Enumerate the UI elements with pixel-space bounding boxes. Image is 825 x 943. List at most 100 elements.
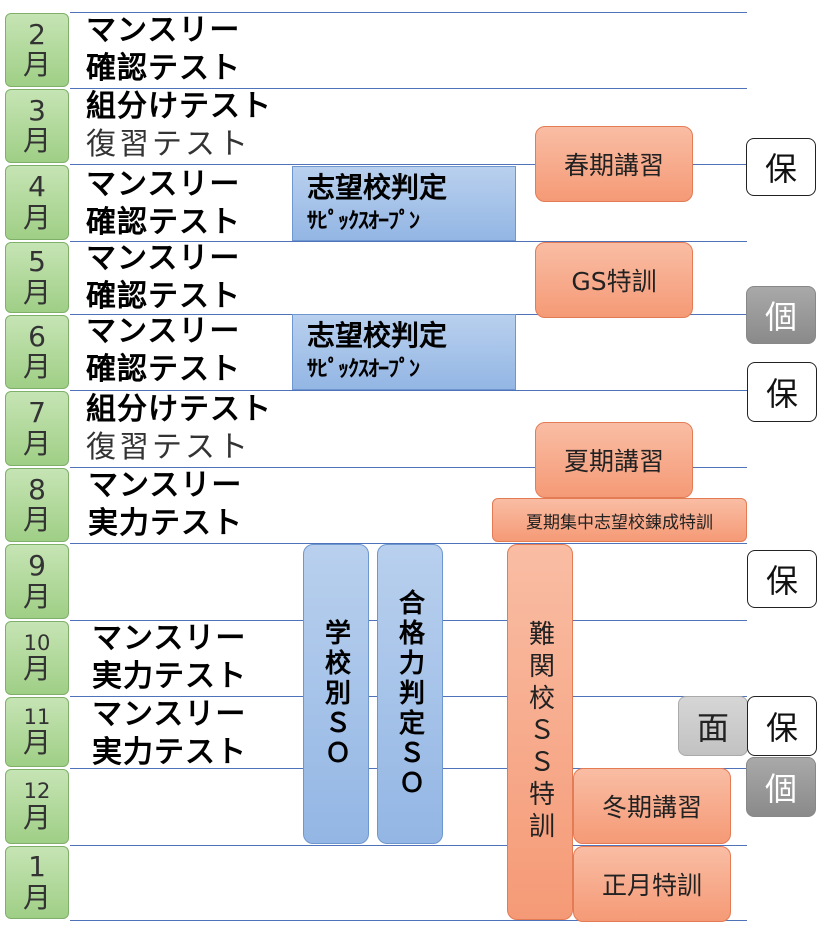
month-unit: 月	[22, 726, 51, 760]
badge-label: 個	[764, 770, 797, 808]
month-unit: 月	[22, 200, 51, 234]
gakko-betsu-so-bar: 学校別ＳＯ	[303, 544, 369, 844]
month-number: 5	[28, 245, 46, 279]
event-line: マンスリー	[86, 167, 241, 202]
month-number: 3	[28, 93, 46, 127]
event-line: 復習テスト	[86, 430, 251, 465]
row-divider	[70, 845, 747, 846]
event-line: マンスリー	[86, 241, 241, 276]
course-label: 難関校ＳＳ特訓	[524, 620, 555, 844]
badge-label: 面	[696, 709, 729, 747]
badge-label: 保	[764, 150, 797, 188]
event-aug: マンスリー 実力テスト	[88, 467, 243, 543]
course-label: 夏期講習	[563, 447, 664, 476]
month-unit: 月	[22, 652, 51, 686]
month-unit: 月	[22, 579, 51, 613]
course-spring: 春期講習	[535, 126, 693, 202]
row-divider	[70, 12, 747, 13]
course-summer: 夏期講習	[535, 422, 693, 498]
row-divider	[70, 164, 747, 165]
event-line: マンスリー	[92, 621, 247, 656]
event-line: 実力テスト	[92, 659, 247, 694]
event-line: 実力テスト	[92, 735, 247, 770]
badge-ho: 保	[747, 696, 817, 756]
month-unit: 月	[22, 880, 51, 914]
badge-men: 面	[678, 696, 748, 756]
event-jul: 組分けテスト 復習テスト	[86, 391, 272, 467]
month-aug: 8 月	[5, 468, 69, 542]
event-line: マンスリー	[86, 314, 241, 349]
open-test-title: 志望校判定	[307, 170, 448, 204]
event-line: 組分けテスト	[86, 392, 272, 427]
row-divider	[70, 920, 747, 921]
badge-ho: 保	[747, 362, 817, 422]
month-may: 5 月	[5, 242, 69, 313]
event-line: 確認テスト	[86, 352, 241, 387]
event-line: 確認テスト	[86, 205, 241, 240]
event-oct: マンスリー 実力テスト	[92, 620, 247, 696]
event-jun: マンスリー 確認テスト	[86, 313, 241, 389]
course-gs: GS特訓	[535, 242, 693, 318]
open-test-title: 志望校判定	[307, 319, 448, 352]
month-number: 8	[28, 472, 46, 506]
row-divider	[70, 241, 747, 242]
month-unit: 月	[22, 503, 51, 536]
event-may: マンスリー 確認テスト	[86, 240, 241, 316]
event-line: マンスリー	[88, 468, 243, 503]
course-label: 正月特訓	[601, 871, 702, 900]
month-unit: 月	[22, 426, 51, 460]
open-test-jun: 志望校判定 ｻﾋﾟｯｸｽｵｰﾌﾟﾝ	[292, 314, 516, 390]
course-label: 春期講習	[563, 151, 664, 180]
goukaku-hantei-so-bar: 合格力判定ＳＯ	[377, 544, 443, 844]
month-number: 6	[28, 319, 46, 353]
row-divider	[70, 467, 747, 468]
course-label: 夏期集中志望校錬成特訓	[526, 512, 713, 533]
gakko-betsu-so-label: 学校別ＳＯ	[320, 619, 351, 769]
event-feb: マンスリー 確認テスト	[86, 12, 241, 88]
month-number: 12	[23, 779, 51, 804]
open-test-subtitle: ｻﾋﾟｯｸｽｵｰﾌﾟﾝ	[307, 357, 420, 382]
event-nov: マンスリー 実力テスト	[92, 696, 247, 772]
month-sep: 9 月	[5, 544, 69, 619]
row-divider	[70, 390, 747, 391]
event-line: 実力テスト	[88, 506, 243, 541]
month-number: 10	[23, 630, 51, 655]
badge-label: 保	[765, 709, 798, 747]
month-number: 11	[23, 704, 51, 729]
badge-label: 個	[764, 298, 797, 336]
course-label: 冬期講習	[601, 793, 702, 822]
course-winter: 冬期講習	[573, 768, 731, 844]
month-jan: 1 月	[5, 846, 69, 919]
month-number: 7	[28, 396, 46, 430]
month-mar: 3 月	[5, 89, 69, 163]
month-nov: 11 月	[5, 697, 69, 767]
event-apr: マンスリー 確認テスト	[86, 166, 241, 242]
badge-ko: 個	[746, 757, 816, 817]
month-number: 9	[28, 549, 46, 583]
open-test-subtitle: ｻﾋﾟｯｸｽｵｰﾌﾟﾝ	[307, 208, 420, 234]
month-jul: 7 月	[5, 391, 69, 466]
month-unit: 月	[22, 48, 51, 81]
course-summer-focus: 夏期集中志望校錬成特訓	[492, 498, 747, 542]
event-line: 復習テスト	[86, 127, 251, 162]
month-number: 1	[28, 850, 46, 884]
month-dec: 12 月	[5, 769, 69, 844]
badge-ho: 保	[746, 138, 816, 196]
month-apr: 4 月	[5, 165, 69, 240]
month-unit: 月	[22, 275, 51, 309]
row-divider	[70, 88, 747, 89]
badge-label: 保	[765, 375, 798, 413]
badge-ho: 保	[747, 550, 817, 608]
event-line: 確認テスト	[86, 279, 241, 314]
course-newyear: 正月特訓	[573, 846, 731, 922]
event-line: 組分けテスト	[86, 89, 272, 124]
month-number: 4	[28, 170, 46, 204]
badge-label: 保	[765, 562, 798, 600]
badge-ko: 個	[746, 286, 816, 344]
event-line: 確認テスト	[86, 51, 241, 86]
row-divider	[70, 543, 747, 544]
month-jun: 6 月	[5, 315, 69, 389]
open-test-apr: 志望校判定 ｻﾋﾟｯｸｽｵｰﾌﾟﾝ	[292, 166, 516, 241]
course-label: GS特訓	[571, 267, 657, 296]
month-number: 2	[28, 17, 46, 51]
